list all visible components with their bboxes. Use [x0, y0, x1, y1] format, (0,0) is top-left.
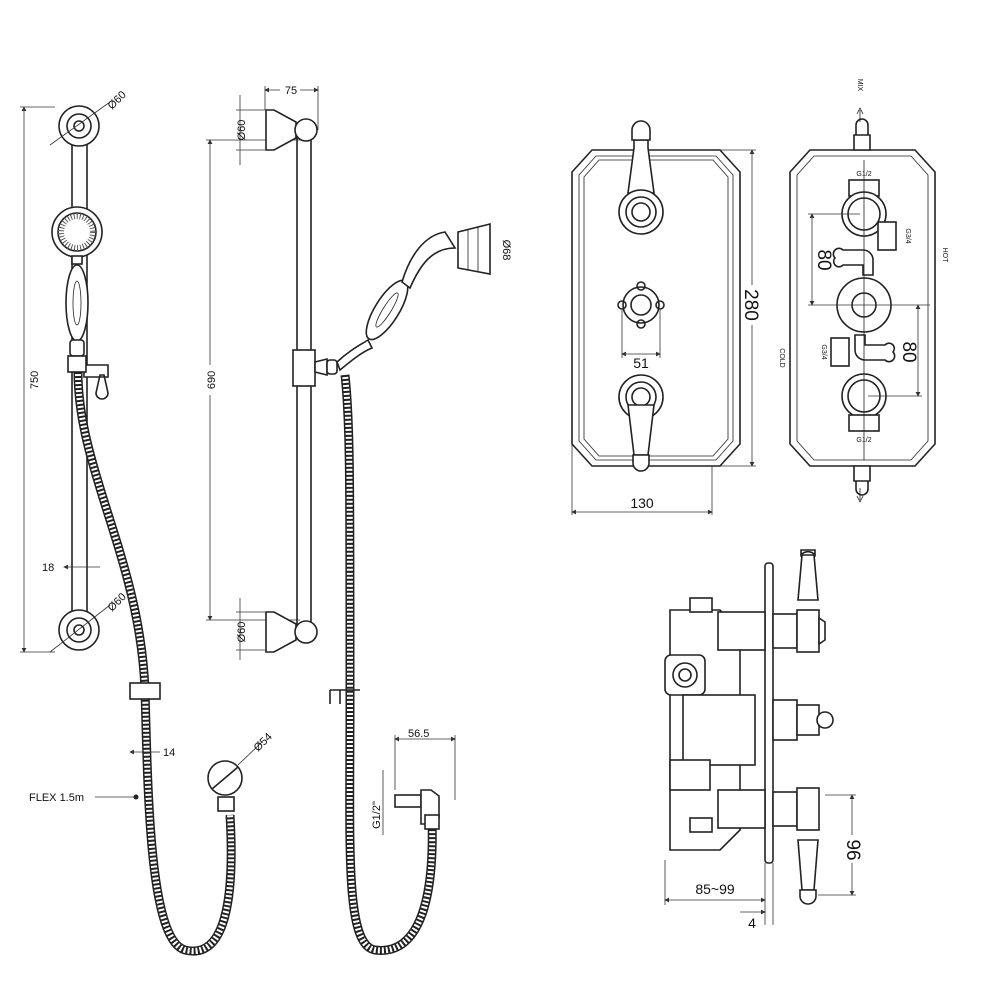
cold-thread: G3/4 [820, 344, 827, 359]
outlet-dia: Ø54 [252, 731, 275, 754]
valve-back-view: MIX HOT COLD G1/2 G3/4 G3/4 G1/2 80 80 [778, 79, 948, 503]
side-shower-head [457, 222, 491, 275]
rail-width-dim: 18 [42, 562, 54, 574]
bottom-lever-handle [627, 404, 655, 472]
outlet-arrow-icon [856, 488, 864, 503]
bracket-bottom-dia: Ø60 [236, 622, 248, 643]
wall-plate-top [58, 105, 100, 147]
side-rail-view: 75 690 Ø60 Ø60 Ø68 [202, 82, 512, 955]
hose-retainer [129, 682, 161, 700]
valve-depth-dim: 85~99 [695, 881, 735, 897]
hose [73, 371, 236, 956]
valve-width-dim: 130 [630, 495, 654, 511]
side-hose [340, 374, 437, 955]
handset-dia: Ø68 [500, 240, 512, 261]
bracket-bottom [265, 611, 297, 653]
outlet-depth-dim: 56.5 [408, 728, 429, 740]
side-depth-dim: 75 [285, 85, 297, 97]
hose-label: FLEX 1.5m [29, 792, 84, 804]
plate-top-dia: Ø60 [106, 89, 129, 112]
holder-lever [83, 364, 109, 400]
bracket-top [265, 109, 297, 151]
rail-height-dim: 750 [29, 371, 41, 389]
valve-side-view: 85~99 4 96 [664, 549, 863, 931]
slider [292, 349, 316, 387]
side-plate [764, 562, 774, 864]
side-hose-retainer [329, 689, 360, 704]
handset-handle [65, 264, 89, 342]
hot-thread: G3/4 [904, 228, 911, 243]
valve-front-view: 280 51 130 [571, 120, 762, 515]
top-lever-handle [627, 120, 655, 194]
hose-width-dim: 14 [163, 747, 175, 759]
rail-length-dim: 690 [206, 371, 218, 389]
handle-spacing-dim: 51 [633, 355, 649, 371]
handle-length-dim: 96 [842, 839, 863, 860]
plate-thickness-dim: 4 [748, 915, 756, 931]
wall-plate-bottom [58, 609, 100, 651]
upper-spacing-dim: 80 [813, 249, 834, 270]
mix-label: MIX [856, 79, 863, 92]
cold-label: COLD [778, 348, 785, 367]
valve-height-dim: 280 [740, 289, 761, 321]
plate-bottom-dia: Ø60 [106, 591, 129, 614]
bracket-top-dia: Ø60 [236, 120, 248, 141]
front-rail-view: 750 Ø60 Ø60 18 14 FLEX 1.5m [20, 89, 275, 956]
middle-cross-handle [617, 281, 665, 329]
hot-label: HOT [941, 248, 948, 264]
lower-spacing-dim: 80 [898, 341, 919, 362]
mix-arrow-icon [856, 107, 864, 122]
outlet-thread: G1/2" [371, 801, 383, 829]
